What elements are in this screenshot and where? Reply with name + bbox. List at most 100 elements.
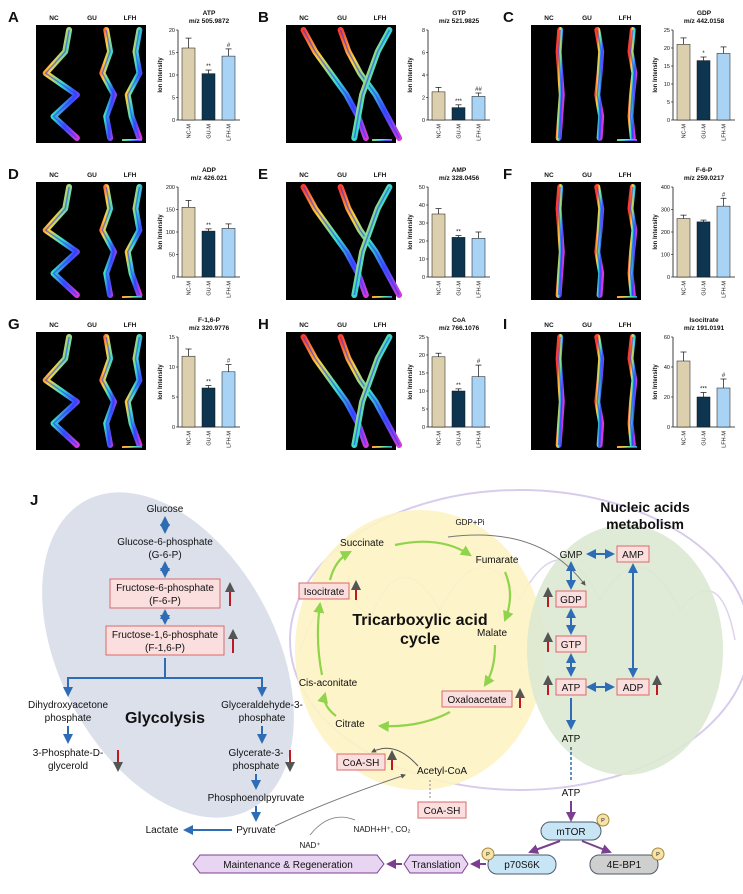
chart-subtitle: m/z 766.1076 xyxy=(439,325,480,332)
panel-label: F xyxy=(503,166,512,183)
image-header: NC xyxy=(49,322,59,329)
y-tick-label: 100 xyxy=(166,230,175,236)
image-header: GU xyxy=(337,322,347,329)
y-axis-label: Ion Intensity xyxy=(408,57,414,93)
y-tick-label: 40 xyxy=(419,203,425,209)
y-tick-label: 150 xyxy=(166,208,175,214)
chart-subtitle: m/z 442.0158 xyxy=(684,18,725,25)
y-tick-label: 50 xyxy=(169,253,175,259)
g3p-label: Glyceraldehyde-3- xyxy=(221,700,303,711)
translation-label: Translation xyxy=(411,860,460,871)
y-tick-label: 20 xyxy=(419,353,425,359)
phospho-4ebp1 xyxy=(651,847,665,861)
y-tick-label: 6 xyxy=(422,51,425,57)
coa-sh-label-2: CoA-SH xyxy=(424,806,461,817)
bar xyxy=(431,91,446,121)
p70s6k-label: p70S6K xyxy=(504,860,540,871)
chart-subtitle: m/z 328.0456 xyxy=(439,175,480,182)
bar xyxy=(451,107,466,121)
bar xyxy=(716,53,731,121)
image-header: GU xyxy=(582,322,592,329)
tissue-section-core xyxy=(596,186,602,296)
bar xyxy=(696,60,711,121)
arrow-mtor-p70s6k xyxy=(528,840,561,854)
x-tick-label: LFH-M xyxy=(227,431,233,448)
coa-sh-box-2 xyxy=(417,801,467,819)
x-tick-label: GU-M xyxy=(702,431,708,446)
y-tick-label: 50 xyxy=(419,185,425,191)
isocitrate-label: Isocitrate xyxy=(304,587,345,598)
tissue-section-core xyxy=(126,29,141,139)
image-header: LFH xyxy=(124,172,137,179)
image-header: LFH xyxy=(374,322,387,329)
acetyl-coa-label: Acetyl-CoA xyxy=(417,766,467,777)
x-tick-label: LFH-M xyxy=(227,124,233,141)
msi-image xyxy=(36,25,146,143)
y-tick-label: 60 xyxy=(664,335,670,341)
tca-label-2: cycle xyxy=(400,631,440,648)
bar xyxy=(676,218,691,278)
msi-image xyxy=(531,182,641,300)
fumarate-label: Fumarate xyxy=(476,555,519,566)
y-tick-label: 10 xyxy=(419,389,425,395)
phospho-p70s6k xyxy=(481,847,495,861)
nad-curve xyxy=(309,816,356,836)
phospho-4ebp1-label: P xyxy=(656,852,660,858)
bar xyxy=(431,356,446,428)
4ebp1-node xyxy=(589,854,659,875)
tissue-section-core xyxy=(557,336,563,446)
chart-title: ATP xyxy=(203,10,216,17)
y-axis-label: Ion Intensity xyxy=(158,364,164,400)
bar xyxy=(471,238,486,278)
x-tick-label: NC-M xyxy=(437,431,443,446)
intensity-scale xyxy=(122,139,142,141)
x-tick-label: GU-M xyxy=(207,281,213,296)
bar xyxy=(696,396,711,428)
x-tick-label: NC-M xyxy=(187,281,193,296)
tissue-section-core xyxy=(44,29,79,139)
panel-label-j: J xyxy=(30,492,38,509)
y-tick-label: 100 xyxy=(661,253,670,259)
bar xyxy=(221,371,236,428)
tca-arrow-6 xyxy=(313,601,325,676)
image-header: NC xyxy=(544,172,554,179)
nad-label: NAD⁺ xyxy=(299,841,320,850)
tissue-section-core xyxy=(126,336,141,446)
y-tick-label: 0 xyxy=(422,425,425,431)
significance-mark: ** xyxy=(456,230,461,236)
y-tick-label: 25 xyxy=(419,335,425,341)
y-tick-label: 30 xyxy=(419,221,425,227)
y-tick-label: 15 xyxy=(419,371,425,377)
significance-mark: # xyxy=(227,43,231,49)
y-tick-label: 0 xyxy=(422,275,425,281)
coa-sh-label-1: CoA-SH xyxy=(343,758,380,769)
chart-subtitle: m/z 320.9776 xyxy=(189,325,230,332)
significance-mark: *** xyxy=(455,99,463,105)
chart-title: GDP xyxy=(697,10,712,17)
intensity-scale xyxy=(122,296,142,298)
bar xyxy=(716,387,731,428)
atp-signal-1: ATP xyxy=(562,734,581,745)
tissue-section-core xyxy=(353,336,391,446)
intensity-scale xyxy=(617,446,637,448)
x-tick-label: NC-M xyxy=(682,431,688,446)
chart-subtitle: m/z 521.9825 xyxy=(439,18,480,25)
p3dg-label: 3-Phosphate-D- xyxy=(33,748,104,759)
tca-arrow-5 xyxy=(317,691,337,717)
x-tick-label: LFH-M xyxy=(722,431,728,448)
x-tick-label: NC-M xyxy=(682,124,688,139)
panel-label: I xyxy=(503,316,507,333)
tca-label: Tricarboxylic acid xyxy=(352,612,487,629)
x-tick-label: NC-M xyxy=(437,281,443,296)
x-tick-label: GU-M xyxy=(702,124,708,139)
x-tick-label: LFH-M xyxy=(722,281,728,298)
f6p-abbrev: (F-6-P) xyxy=(149,596,181,607)
gdp-label: GDP xyxy=(560,595,582,606)
intensity-scale xyxy=(372,296,392,298)
